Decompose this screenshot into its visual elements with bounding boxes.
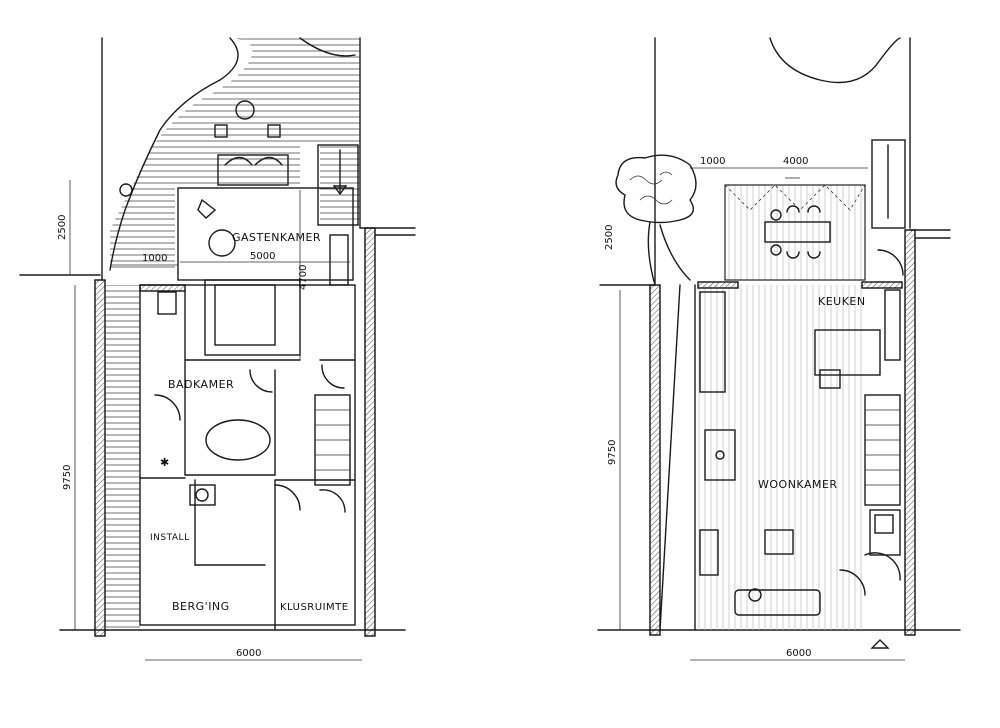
right-plan-left-wall (649, 284, 661, 636)
garden-offset-dimension: 1000 (142, 253, 167, 264)
workshop-label: KLUSRUIMTE (280, 602, 349, 613)
terrace-width-dimension: 4000 (783, 156, 808, 167)
shower-drain-icon: ✱ (160, 456, 170, 469)
terrace (724, 184, 866, 281)
offset-dimension: 1000 (700, 156, 725, 167)
left-dimensions: 6000 9750 2500 (57, 180, 362, 661)
right-house-depth-dimension: 9750 (607, 440, 618, 465)
right-exterior-wall (364, 227, 376, 637)
right-floor-plan: 1000 4000 KEUKEN WOONKAMER (597, 37, 961, 661)
storage-label: BERG'ING (172, 600, 230, 613)
tree (615, 154, 697, 286)
side-path (105, 285, 140, 630)
guest-depth-dimension: 4700 (298, 265, 309, 290)
bathroom-label: BADKAMER (168, 378, 234, 391)
left-floor-plan: GASTENKAMER 5000 4700 1000 BADKAMER ✱ (19, 37, 416, 661)
guest-room: GASTENKAMER 5000 4700 1000 (110, 187, 354, 360)
garden-depth-dimension: 2500 (57, 215, 68, 240)
right-garden-depth-dimension: 2500 (604, 225, 615, 250)
guest-width-dimension: 5000 (250, 251, 275, 262)
left-exterior-wall (94, 279, 106, 637)
left-garden (101, 37, 361, 281)
living-area: KEUKEN WOONKAMER (697, 249, 904, 649)
kitchen-label: KEUKEN (818, 295, 866, 308)
right-top-dimensions: 1000 4000 (690, 156, 868, 179)
living-room-label: WOONKAMER (758, 478, 838, 491)
right-plan-right-wall (904, 229, 916, 636)
right-dimensions: 6000 9750 2500 (604, 225, 905, 661)
right-house-width-dimension: 6000 (786, 648, 811, 659)
house-depth-dimension: 9750 (62, 465, 73, 490)
left-interior: BADKAMER ✱ INSTALL BERG'ING KLUSRUIMTE (139, 279, 356, 631)
install-label: INSTALL (150, 533, 190, 543)
house-width-dimension: 6000 (236, 648, 261, 659)
guest-room-label: GASTENKAMER (232, 231, 321, 244)
